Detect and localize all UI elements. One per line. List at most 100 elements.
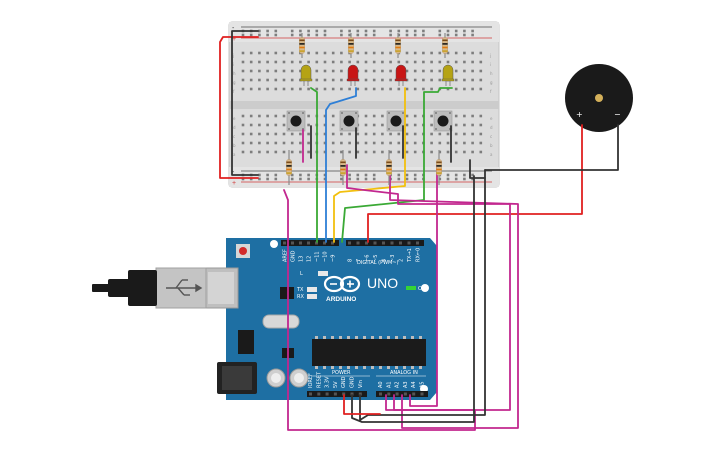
wire-gnd-arduino-2[interactable]	[351, 175, 475, 423]
led-tx-indicator	[307, 287, 317, 292]
digital-pin-label: 8	[348, 259, 354, 262]
power-jack-inner	[222, 366, 252, 390]
model-label: UNO	[367, 275, 398, 291]
pin-label: GND	[341, 376, 347, 388]
rail-sign-plus: +	[232, 180, 236, 187]
resistor	[386, 150, 392, 185]
pin-label: A3	[403, 381, 409, 388]
wire-led-1[interactable]	[310, 87, 318, 243]
power-header[interactable]	[307, 391, 367, 397]
analog-section-label: ANALOG IN	[390, 370, 418, 376]
pin-label: A1	[386, 381, 392, 388]
push-button[interactable]	[339, 110, 359, 132]
usb-chip	[280, 287, 294, 299]
usb-plug-body	[128, 270, 157, 306]
rail-sign-minus: -	[232, 169, 235, 176]
digital-pin-label: 13	[299, 256, 305, 262]
resistor	[286, 150, 292, 185]
usb-plug-grip	[108, 279, 130, 297]
capacitor-top	[271, 373, 281, 383]
wire-button-4-a3[interactable]	[409, 164, 438, 407]
buzzer-plus-label: +	[576, 110, 583, 119]
wire-led-2[interactable]	[325, 87, 357, 243]
breadboard-components	[286, 33, 455, 132]
row-letter: i	[490, 62, 491, 67]
row-letter: f	[490, 89, 492, 94]
row-letter: c	[490, 134, 492, 139]
row-letter: b	[233, 143, 236, 148]
digital-pin-label: ~10	[323, 251, 329, 262]
wire-buzzer-minus[interactable]	[484, 124, 619, 171]
wire-gnd-link[interactable]	[469, 159, 486, 179]
wire-led-3[interactable]	[333, 87, 406, 243]
digital-pin-label: ~9	[331, 255, 337, 262]
row-letter: g	[233, 80, 236, 85]
push-button[interactable]	[433, 110, 453, 132]
resistor	[395, 33, 401, 58]
row-letter: a	[490, 152, 493, 157]
analog-header[interactable]	[376, 391, 428, 397]
wire-5v-arduino[interactable]	[343, 394, 381, 415]
row-letter: f	[233, 89, 235, 94]
usb-cable-cord	[92, 284, 110, 292]
resistor	[442, 33, 448, 58]
row-letter: j	[232, 53, 234, 58]
power-section-label: POWER	[332, 370, 351, 376]
digital-pin-label: RX←0	[416, 248, 422, 262]
push-button[interactable]	[286, 110, 306, 132]
pin-label: A0	[378, 381, 384, 388]
led-tx-label: TX	[296, 287, 304, 293]
reset-button-cap[interactable]	[239, 247, 247, 255]
pulldown-resistors	[286, 150, 442, 185]
wire-5v-rail[interactable]	[219, 36, 259, 179]
wire-gnd-arduino[interactable]	[359, 169, 486, 421]
rail-sign-minus: -	[232, 25, 235, 32]
wire-button-1-a0[interactable]	[283, 189, 476, 431]
led[interactable]	[394, 64, 408, 86]
usb-symbol-icon	[166, 279, 203, 296]
atmega-chip	[312, 339, 426, 366]
digital-pin-label: TX→1	[407, 248, 413, 263]
digital-pin-label: 2	[399, 259, 405, 262]
crystal-oscillator	[262, 314, 300, 329]
buzzer-hole	[595, 94, 603, 102]
pin-label: A5	[420, 381, 426, 388]
led[interactable]	[299, 64, 313, 86]
led-rx-label: RX	[297, 294, 304, 300]
breadboard[interactable]: j i h g f e d c b a j i h g f e d c b a …	[228, 21, 500, 188]
pin-label: IOREF	[308, 373, 314, 388]
usb-cable[interactable]	[92, 267, 207, 309]
wire-led-4[interactable]	[341, 87, 453, 243]
digital-pin-label: ~3	[390, 255, 396, 262]
pin-label: A4	[411, 381, 417, 388]
row-letter: a	[233, 152, 236, 157]
digital-pin-label: ~6	[365, 255, 371, 262]
digital-pin-label: GND	[291, 250, 297, 262]
digital-pin-label: 12	[307, 256, 313, 262]
led-l-label: L	[300, 271, 303, 277]
row-letter: d	[490, 125, 493, 130]
piezo-buzzer[interactable]: + −	[565, 64, 633, 132]
digital-pin-label: ~11	[315, 251, 321, 262]
voltage-regulator	[238, 330, 254, 354]
buzzer-minus-label: −	[614, 110, 621, 119]
wire-button-2-a1[interactable]	[346, 164, 511, 411]
digital-pin-label: ~5	[373, 255, 379, 262]
pin-label: A2	[395, 381, 401, 388]
pin-label: 3.3V	[325, 376, 331, 388]
led[interactable]	[441, 64, 455, 86]
led-rx-indicator	[307, 294, 317, 299]
breadboard-row-letters: j i h g f e d c b a j i h g f e d c b a	[232, 53, 493, 157]
resistor	[340, 150, 346, 185]
on-label: ON	[418, 286, 426, 292]
wire-gnd-rail[interactable]	[231, 30, 259, 176]
pin-label: RESET	[316, 371, 322, 388]
led-l-indicator	[318, 271, 328, 276]
led[interactable]	[346, 64, 360, 86]
row-letter: b	[490, 143, 493, 148]
arduino-logo-icon	[323, 275, 361, 293]
